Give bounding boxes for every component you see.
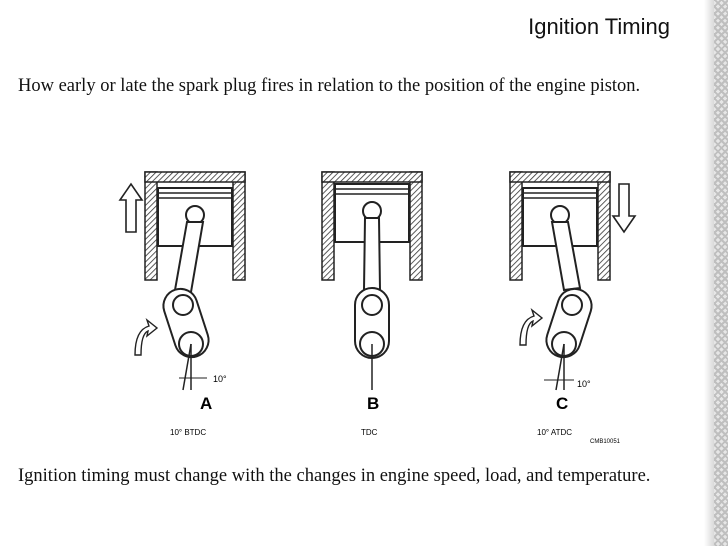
- caption-a: 10° BTDC: [170, 428, 206, 437]
- piston-b: [321, 171, 423, 390]
- connecting-rod: [362, 217, 382, 291]
- caption-c: 10° ATDC: [537, 428, 572, 437]
- piston-diagram: 10° A 10° BTDC B TDC: [118, 171, 637, 445]
- cylinder-head: [321, 171, 423, 183]
- rotation-arrow-icon: [134, 317, 159, 356]
- cylinder-wall-right: [409, 171, 423, 281]
- piston-a: [118, 171, 246, 391]
- arrow-down-icon: [611, 183, 637, 234]
- figure-code: CMB10051: [590, 439, 621, 445]
- intro-text: How early or late the spark plug fires i…: [18, 76, 641, 96]
- angle-label-c: 10°: [577, 379, 591, 389]
- cylinder-head: [509, 171, 611, 183]
- arrow-up-icon: [118, 182, 144, 233]
- rotation-arrow-icon: [519, 307, 544, 346]
- letter-c: C: [556, 394, 568, 413]
- cylinder-head: [144, 171, 246, 183]
- slide-title: Ignition Timing: [528, 14, 670, 39]
- connecting-rod: [550, 221, 582, 292]
- decorative-edge-shadow: [704, 0, 714, 546]
- piston-c: [509, 171, 637, 391]
- cylinder-wall-left: [509, 171, 523, 281]
- letter-a: A: [200, 394, 212, 413]
- letter-b: B: [367, 394, 379, 413]
- caption-b: TDC: [361, 428, 378, 437]
- angle-label-a: 10°: [213, 374, 227, 384]
- cylinder-wall-left: [321, 171, 335, 281]
- outro-text: Ignition timing must change with the cha…: [18, 466, 651, 486]
- cylinder-wall-right: [232, 171, 246, 281]
- cylinder-wall-right: [597, 171, 611, 281]
- cylinder-wall-left: [144, 171, 158, 281]
